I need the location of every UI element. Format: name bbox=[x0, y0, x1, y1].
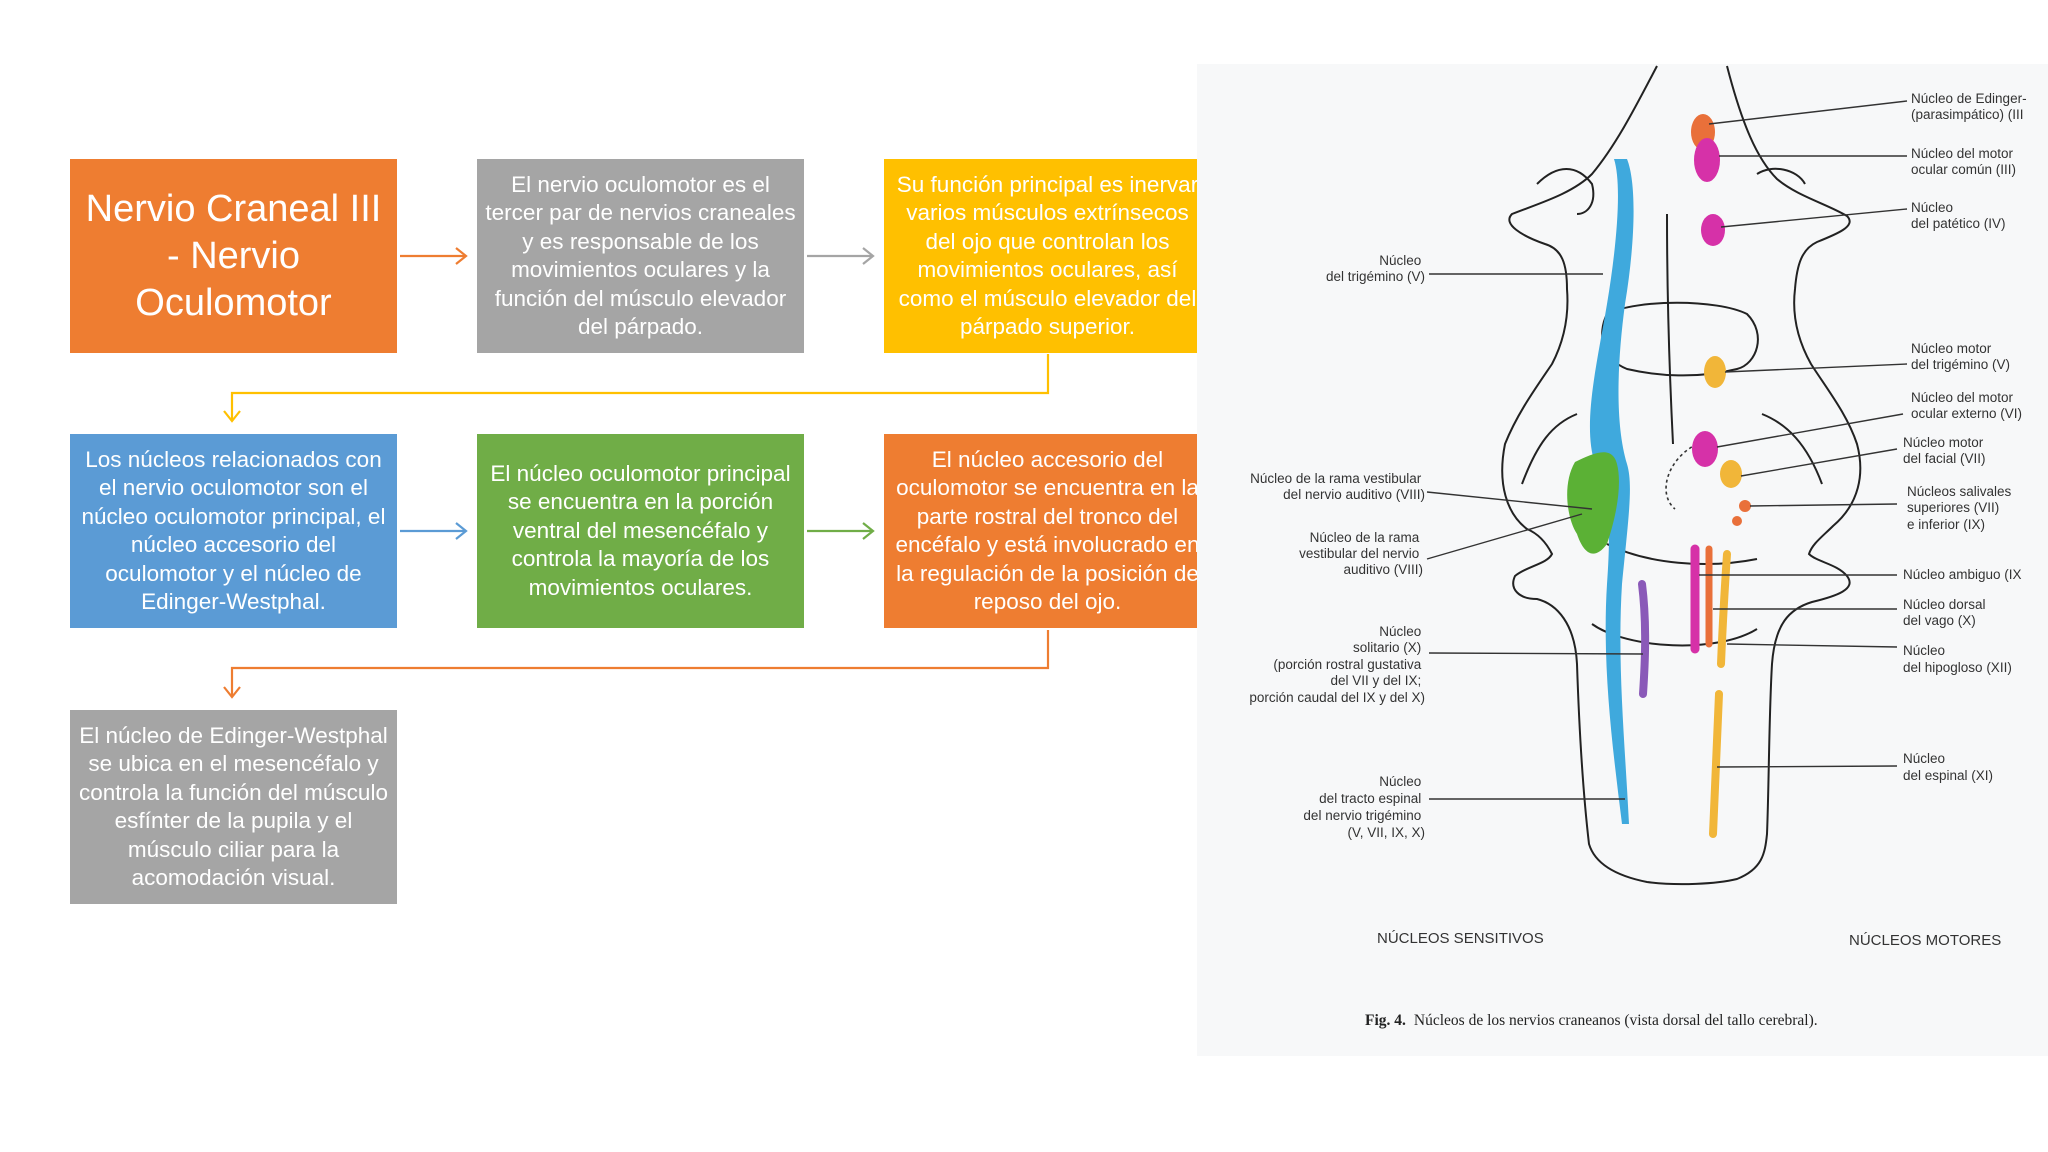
arrow-b3-to-b4 bbox=[223, 354, 1050, 423]
inferior-salivary-nucleus bbox=[1732, 516, 1742, 526]
caption-text: Núcleos de los nervios craneanos (vista … bbox=[1414, 1012, 1818, 1029]
arrow-title-to-b2 bbox=[400, 247, 468, 265]
trigeminal-motor-nucleus bbox=[1704, 356, 1726, 388]
oculomotor-nucleus bbox=[1694, 138, 1720, 182]
flowchart-connectors bbox=[223, 247, 1050, 699]
trochlear-nucleus bbox=[1701, 214, 1725, 246]
vestibular-nucleus bbox=[1567, 452, 1619, 554]
figure-caption: Fig. 4. Núcleos de los nervios craneanos … bbox=[1365, 1012, 1818, 1029]
box-edinger-westphal-text: El núcleo de Edinger-Westphal se ubica e… bbox=[79, 722, 388, 891]
arrow-b6-to-b7 bbox=[223, 630, 1050, 699]
label-edinger: Núcleo de Edinger- (parasimpático) (III bbox=[1911, 91, 2030, 122]
label-solitario: Núcleo solitario (X) (porción rostral gu… bbox=[1249, 624, 1425, 705]
label-ambiguo: Núcleo ambiguo (IX bbox=[1903, 567, 2022, 582]
box-title: Nervio Craneal III - Nervio Oculomotor bbox=[70, 159, 397, 353]
box-function-text: Su función principal es inervar varios m… bbox=[896, 171, 1199, 340]
label-salivales: Núcleos salivales superiores (VII) e inf… bbox=[1907, 484, 2015, 532]
label-motor-ocular-comun: Núcleo del motor ocular común (III) bbox=[1911, 146, 2017, 177]
label-dorsal-vago: Núcleo dorsal del vago (X) bbox=[1903, 597, 1989, 628]
label-motor-ocular-externo: Núcleo del motor ocular externo (VI) bbox=[1911, 390, 2022, 421]
box-principal-nucleus: El núcleo oculomotor principal se encuen… bbox=[477, 434, 804, 628]
arrow-b2-to-b3 bbox=[807, 247, 875, 265]
label-trigemino: Núcleo del trigémino (V) bbox=[1326, 253, 1425, 284]
label-hipogloso: Núcleo del hipogloso (XII) bbox=[1903, 643, 2012, 675]
label-motor-trigemino: Núcleo motor del trigémino (V) bbox=[1911, 341, 2010, 372]
box-accessory-nucleus-text: El núcleo accesorio del oculomotor se en… bbox=[895, 446, 1200, 615]
solitary-nucleus bbox=[1638, 580, 1650, 698]
arrow-b4-to-b5 bbox=[400, 522, 468, 540]
label-tracto-espinal: Núcleo del tracto espinal del nervio tri… bbox=[1303, 774, 1425, 840]
hypoglossal-nucleus bbox=[1717, 550, 1731, 668]
box-function: Su función principal es inervar varios m… bbox=[884, 159, 1211, 353]
abducens-nucleus bbox=[1692, 431, 1718, 467]
label-patetico: Núcleo del patético (IV) bbox=[1911, 200, 2006, 231]
superior-salivary-nucleus bbox=[1739, 500, 1751, 512]
label-vestibular-rama-2: Núcleo de la rama vestibular del nervio … bbox=[1299, 530, 1423, 577]
section-sensory: NÚCLEOS SENSITIVOS bbox=[1377, 930, 1544, 947]
box-nuclei: Los núcleos relacionados con el nervio o… bbox=[70, 434, 397, 628]
box-nuclei-text: Los núcleos relacionados con el nervio o… bbox=[81, 446, 386, 615]
box-definition-text: El nervio oculomotor es el tercer par de… bbox=[485, 171, 796, 340]
caption-fig-number: Fig. 4. bbox=[1365, 1012, 1406, 1029]
box-title-text: Nervio Craneal III - Nervio Oculomotor bbox=[85, 187, 382, 324]
box-principal-nucleus-text: El núcleo oculomotor principal se encuen… bbox=[490, 460, 791, 600]
dashed-outline bbox=[1665, 443, 1698, 510]
box-accessory-nucleus: El núcleo accesorio del oculomotor se en… bbox=[884, 434, 1211, 628]
label-motor-facial: Núcleo motor del facial (VII) bbox=[1903, 435, 1987, 466]
label-espinal: Núcleo del espinal (XI) bbox=[1903, 751, 1993, 783]
box-edinger-westphal: El núcleo de Edinger-Westphal se ubica e… bbox=[70, 710, 397, 904]
section-motor: NÚCLEOS MOTORES bbox=[1849, 932, 2001, 949]
label-vestibular-rama: Núcleo de la rama vestibular del nervio … bbox=[1250, 471, 1425, 502]
leader-lines bbox=[1426, 100, 1908, 800]
spinal-accessory-nucleus bbox=[1709, 690, 1723, 838]
arrow-b5-to-b6 bbox=[807, 522, 875, 540]
brainstem-nuclei-figure: Núcleo del trigémino (V) Núcleo de la ra… bbox=[1197, 64, 2048, 1056]
facial-motor-nucleus bbox=[1720, 460, 1742, 488]
box-definition: El nervio oculomotor es el tercer par de… bbox=[477, 159, 804, 353]
